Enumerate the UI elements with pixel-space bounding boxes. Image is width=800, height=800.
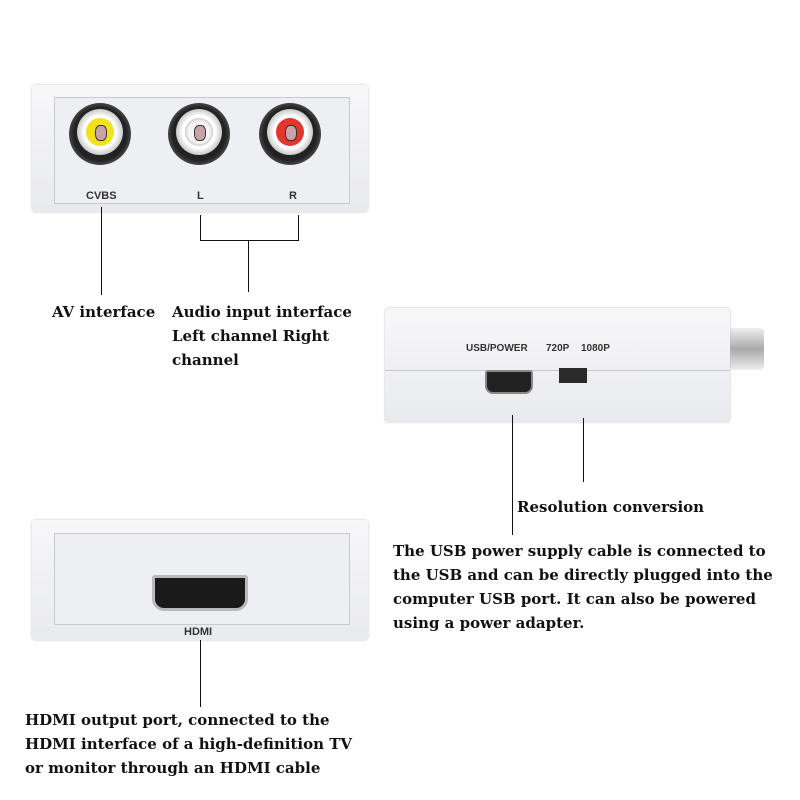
bracket-right bbox=[298, 215, 299, 240]
usb-caption-line: using a power adapter. bbox=[393, 614, 585, 632]
mini-usb-port bbox=[485, 370, 533, 394]
bracket-left bbox=[200, 215, 201, 240]
av-pointer-line bbox=[101, 207, 102, 295]
rca-protrusion bbox=[728, 328, 764, 370]
usb-caption-line: The USB power supply cable is connected … bbox=[393, 542, 766, 560]
resolution-caption: Resolution conversion bbox=[517, 498, 705, 516]
switch-pointer-line bbox=[583, 418, 584, 482]
hdmi-port bbox=[152, 575, 248, 611]
usb-power-label: USB/POWER bbox=[466, 343, 528, 354]
hdmi-side-device: HDMI bbox=[32, 520, 368, 640]
right-label: R bbox=[289, 190, 297, 202]
usb-caption-line: computer USB port. It can also be powere… bbox=[393, 590, 756, 608]
cvbs-jack bbox=[69, 103, 131, 165]
left-audio-jack bbox=[168, 103, 230, 165]
resolution-switch bbox=[559, 368, 587, 383]
hdmi-caption-line: HDMI output port, connected to the bbox=[25, 711, 330, 729]
720p-label: 720P bbox=[546, 343, 570, 354]
hdmi-pointer-line bbox=[200, 640, 201, 707]
audio-caption-line: Audio input interface bbox=[172, 303, 352, 321]
hdmi-caption-line: or monitor through an HDMI cable bbox=[25, 759, 321, 777]
hdmi-caption: HDMI output port, connected to the HDMI … bbox=[25, 708, 352, 780]
hdmi-caption-line: HDMI interface of a high-definition TV bbox=[25, 735, 353, 753]
audio-pointer-line bbox=[248, 240, 249, 292]
cvbs-label: CVBS bbox=[86, 190, 117, 202]
left-label: L bbox=[197, 190, 204, 202]
av-side-device: CVBS L R bbox=[32, 85, 368, 212]
usb-caption: The USB power supply cable is connected … bbox=[393, 539, 773, 635]
usb-caption-line: the USB and can be directly plugged into… bbox=[393, 566, 773, 584]
audio-caption: Audio input interface Left channel Right… bbox=[172, 300, 352, 372]
seam bbox=[385, 370, 730, 371]
av-interface-caption: AV interface bbox=[52, 303, 156, 321]
hdmi-label: HDMI bbox=[184, 626, 213, 638]
usb-side-device: USB/POWER 720P 1080P bbox=[385, 308, 730, 422]
right-audio-jack bbox=[259, 103, 321, 165]
audio-caption-line: channel bbox=[172, 351, 239, 369]
audio-caption-line: Left channel Right bbox=[172, 327, 330, 345]
1080p-label: 1080P bbox=[581, 343, 610, 354]
usb-pointer-line bbox=[512, 415, 513, 535]
bracket-bottom bbox=[200, 240, 299, 241]
